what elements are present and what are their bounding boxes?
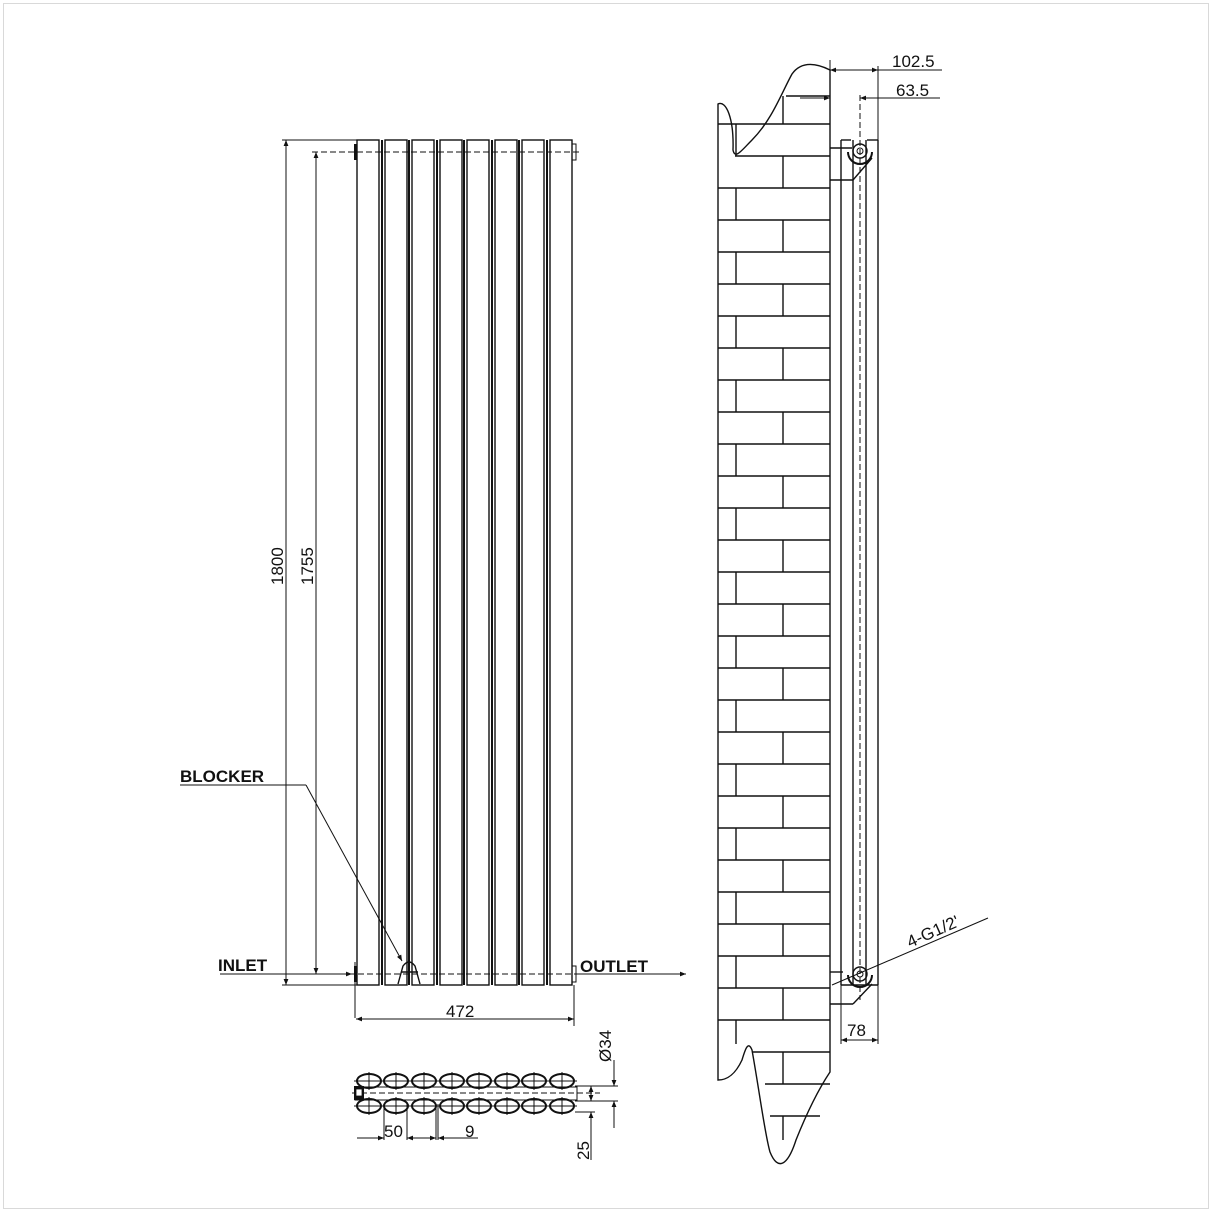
- connection-label: 4-G1/2': [904, 912, 962, 952]
- panel-offset-dimension: 25: [574, 1141, 593, 1160]
- depth-centre-dimension: 63.5: [896, 81, 929, 100]
- tube-pitch-dimension: 50: [384, 1122, 403, 1141]
- outlet-label: OUTLET: [580, 957, 649, 976]
- blocker-label: BLOCKER: [180, 767, 264, 786]
- drawing-frame: [3, 3, 1209, 1209]
- radiator-columns: [354, 139, 577, 986]
- blocker-icon: [397, 960, 421, 985]
- brick-courses: [718, 95, 830, 1140]
- bracket-depth-dimension: 78: [847, 1021, 866, 1040]
- top-bracket: [830, 143, 873, 181]
- top-plan-view: [352, 1060, 618, 1160]
- depth-total-dimension: 102.5: [892, 52, 935, 71]
- wall-section: [717, 63, 831, 1165]
- inlet-label: INLET: [218, 956, 268, 975]
- width-dimension: 472: [446, 1002, 474, 1021]
- height-dimension: 1800: [268, 547, 287, 585]
- tube-diameter-dimension: Ø34: [596, 1030, 615, 1062]
- bottom-bracket: [830, 966, 873, 1005]
- tube-gap-dimension: 9: [465, 1122, 474, 1141]
- pipe-centre-dimension: 1755: [298, 547, 317, 585]
- radiator-side-view: [800, 60, 989, 1044]
- front-view: [180, 139, 686, 1026]
